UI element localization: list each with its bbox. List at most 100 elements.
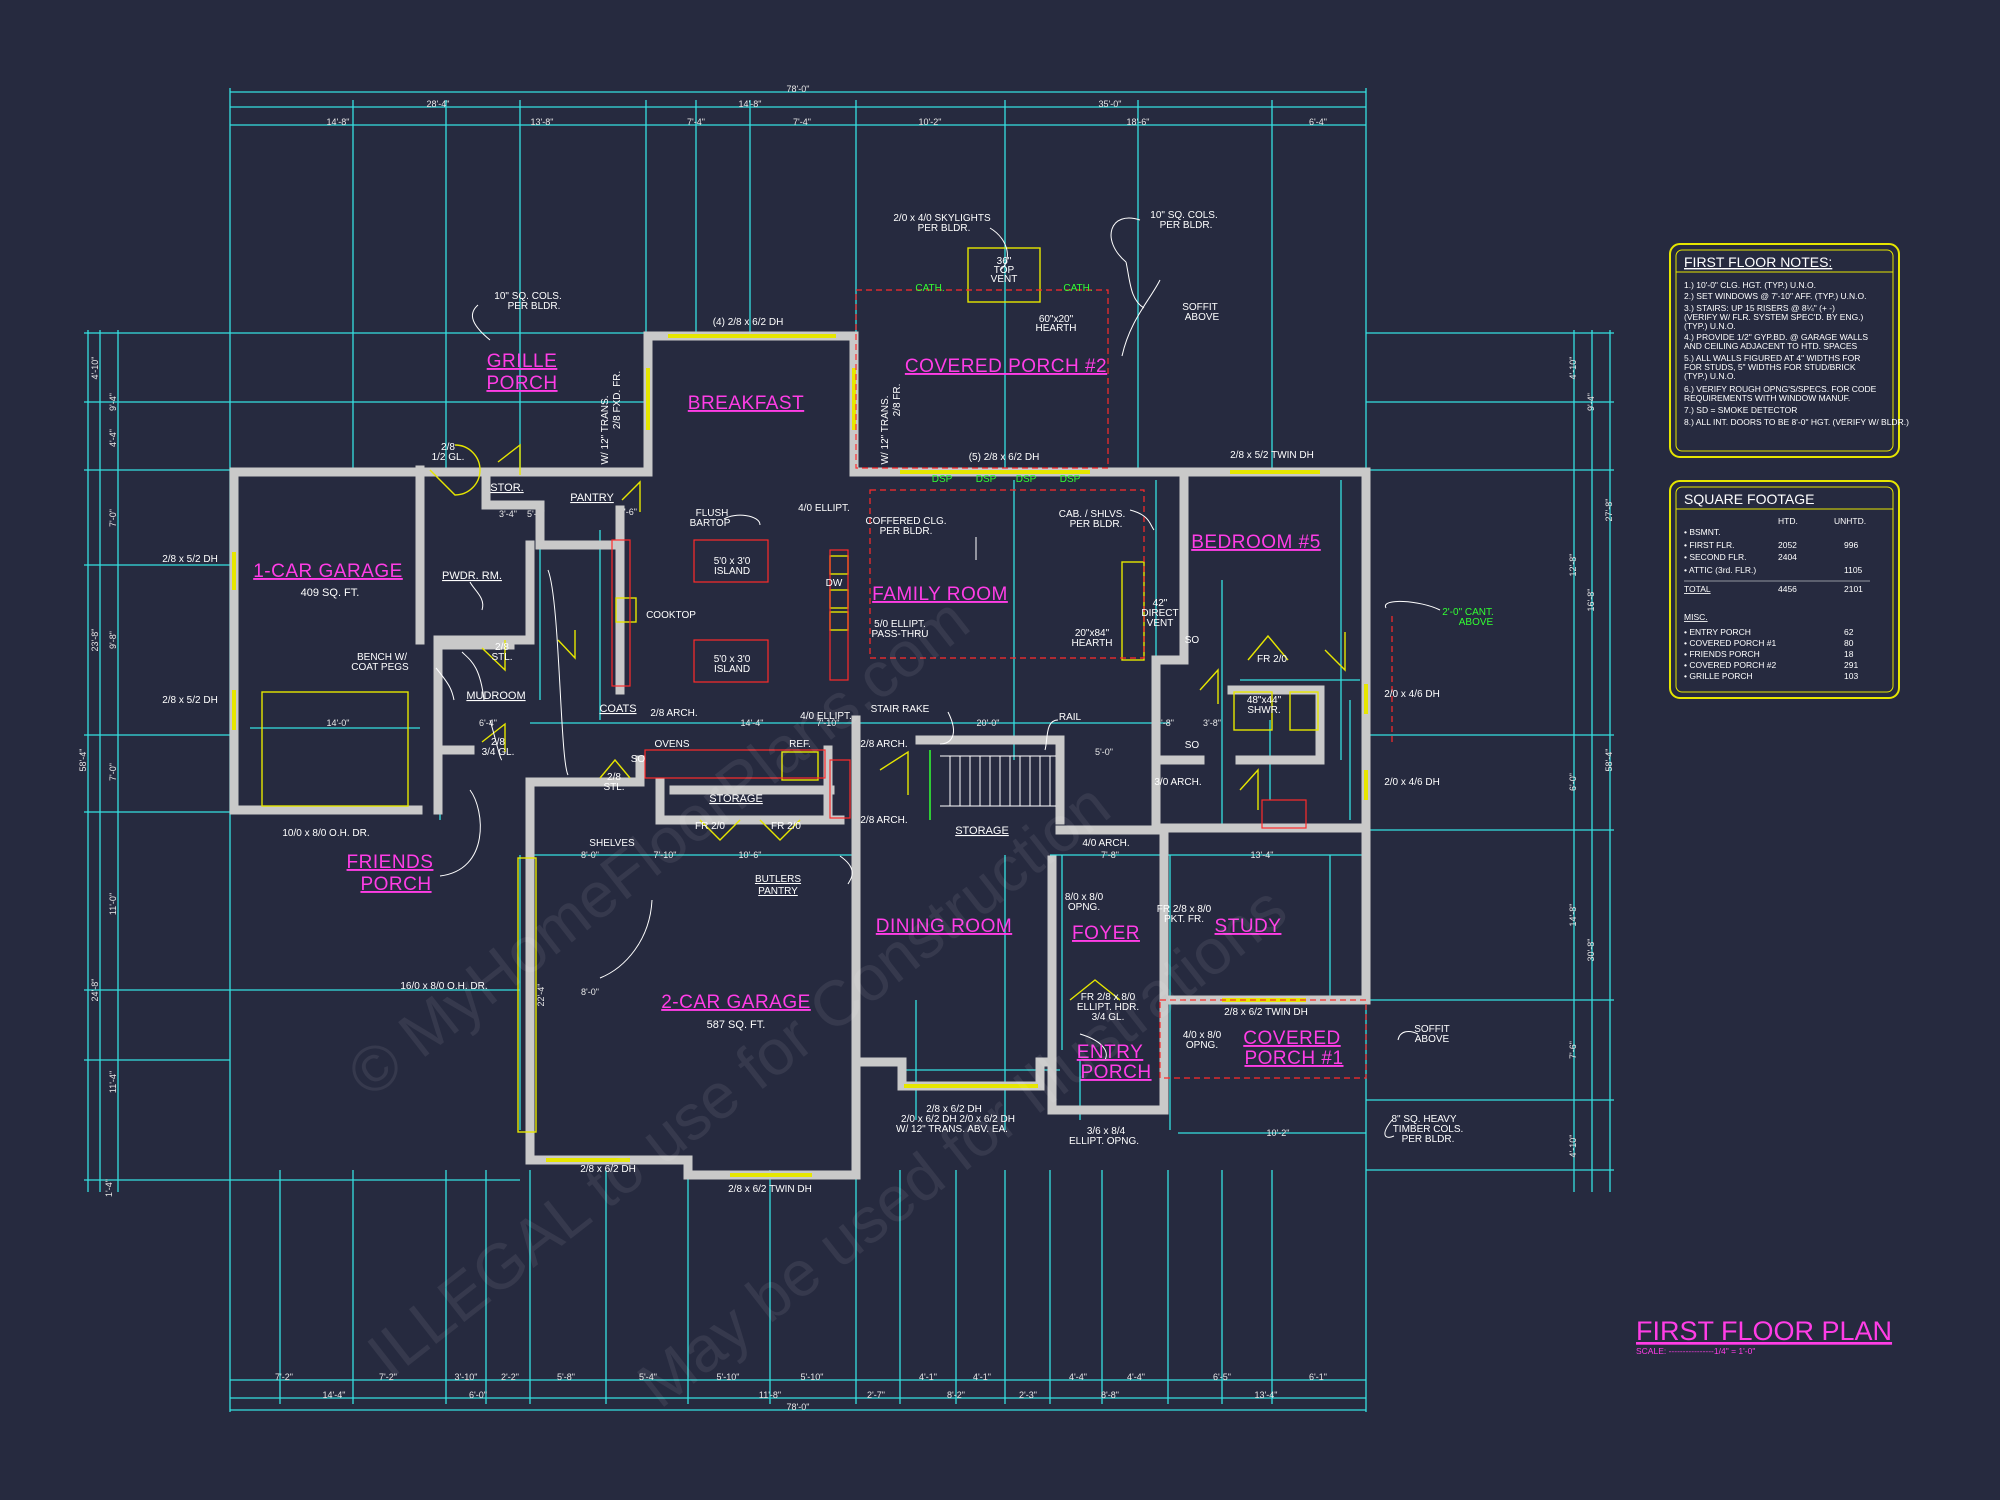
svg-text:2404: 2404 xyxy=(1778,552,1797,562)
door-swings xyxy=(429,443,1346,1001)
label-gl34-1: 2/8 xyxy=(491,737,505,748)
label-stl-2a: 2/8 xyxy=(607,772,621,783)
label-bartop-1: FLUSH xyxy=(696,508,729,519)
label-win-right-1: 2/0 x 4/6 DH xyxy=(1384,689,1440,700)
label-stor: STOR. xyxy=(490,482,523,494)
label-trans-1b: 2/8 FXD. FR. xyxy=(612,371,623,429)
svg-text:291: 291 xyxy=(1844,660,1858,670)
annotation-labels: STOR. PANTRY PWDR. RM. MUDROOM COATS STO… xyxy=(162,210,1494,1195)
label-half-gl-2: 1/2 GL. xyxy=(432,452,465,463)
label-fr-20-1: FR 2/0 xyxy=(1257,654,1287,665)
label-cols-2b: PER BLDR. xyxy=(1160,220,1213,231)
label-bench-1: BENCH W/ xyxy=(357,652,407,663)
svg-text:3'-4": 3'-4" xyxy=(499,509,517,519)
label-arch-40: 4/0 ARCH. xyxy=(1082,838,1129,849)
svg-text:14'-8": 14'-8" xyxy=(1568,904,1578,927)
svg-text:• ENTRY PORCH: • ENTRY PORCH xyxy=(1684,627,1751,637)
label-cols-1a: 10" SQ. COLS. xyxy=(494,291,561,302)
label-soffit-1a: SOFFIT xyxy=(1182,302,1218,313)
label-cant-2: ABOVE xyxy=(1459,617,1494,628)
room-label-study: STUDY xyxy=(1215,916,1282,937)
svg-text:4'-10": 4'-10" xyxy=(1568,357,1578,380)
svg-text:3'-10": 3'-10" xyxy=(455,1372,478,1382)
svg-text:16'-8": 16'-8" xyxy=(1586,589,1596,612)
svg-text:• GRILLE PORCH: • GRILLE PORCH xyxy=(1684,671,1753,681)
label-vent-2: DIRECT xyxy=(1141,608,1178,619)
svg-text:FOR STUDS, 5" WIDTHS FOR STUD/: FOR STUDS, 5" WIDTHS FOR STUD/BRICK xyxy=(1684,362,1856,372)
svg-text:6'-0": 6'-0" xyxy=(469,1390,487,1400)
svg-text:7'-2": 7'-2" xyxy=(379,1372,397,1382)
label-island-1a: 5'0 x 3'0 xyxy=(714,556,751,567)
label-hearth-2a: 60"x20" xyxy=(1039,314,1074,325)
room-label-entry-porch-1: ENTRY xyxy=(1077,1042,1144,1063)
svg-text:5'-10": 5'-10" xyxy=(801,1372,824,1382)
svg-text:6'-4": 6'-4" xyxy=(479,718,497,728)
svg-text:May be used for Illustrations: May be used for Illustrations xyxy=(624,872,1299,1421)
label-cath-1: CATH. xyxy=(915,283,944,294)
svg-text:• FRIENDS PORCH: • FRIENDS PORCH xyxy=(1684,649,1760,659)
svg-text:14'-4": 14'-4" xyxy=(741,718,764,728)
label-opng-40-1: 4/0 x 8/0 xyxy=(1183,1030,1222,1041)
label-pass-2: PASS-THRU xyxy=(871,629,928,640)
svg-text:9'-8": 9'-8" xyxy=(108,631,118,649)
label-ovens: OVENS xyxy=(654,739,689,750)
label-fr-20-3: FR 2/0 xyxy=(771,821,801,832)
room-labels: GRILLE PORCH BREAKFAST COVERED PORCH #2 … xyxy=(253,351,1343,1083)
label-gl34-2: 3/4 GL. xyxy=(482,747,515,758)
first-floor-notes-box: FIRST FLOOR NOTES: 1.) 10'-0" CLG. HGT. … xyxy=(1669,243,1909,458)
label-fr-20-2: FR 2/0 xyxy=(695,821,725,832)
svg-text:7'-0": 7'-0" xyxy=(108,509,118,527)
label-dining-win-3: W/ 12" TRANS. ABV. EA. xyxy=(896,1124,1008,1135)
label-opng-80-2: OPNG. xyxy=(1068,902,1100,913)
label-pkt-fr-2: PKT. FR. xyxy=(1164,914,1204,925)
svg-text:© MyHomeFloorPlans.com: © MyHomeFloorPlans.com xyxy=(334,583,982,1111)
room-label-grille-porch-1: GRILLE xyxy=(487,351,558,372)
svg-text:24'-8": 24'-8" xyxy=(90,979,100,1002)
label-win-gar-2: 2/8 x 5/2 DH xyxy=(162,695,218,706)
label-cath-2: CATH. xyxy=(1063,283,1092,294)
svg-text:4.) PROVIDE 1/2" GYP.BD. @ GAR: 4.) PROVIDE 1/2" GYP.BD. @ GARAGE WALLS xyxy=(1684,332,1868,342)
svg-text:27'-8": 27'-8" xyxy=(1604,499,1614,522)
label-so-1: SO xyxy=(1185,635,1200,646)
svg-text:11'-8": 11'-8" xyxy=(759,1390,781,1400)
label-entry-ellipt-1: 3/6 x 8/4 xyxy=(1087,1126,1126,1137)
svg-text:11'-4": 11'-4" xyxy=(108,1071,118,1093)
label-dsp-2: DSP xyxy=(976,474,997,485)
svg-text:TOTAL: TOTAL xyxy=(1684,584,1711,594)
svg-text:80: 80 xyxy=(1844,638,1854,648)
svg-text:30'-8": 30'-8" xyxy=(1586,939,1596,962)
svg-text:5'-10": 5'-10" xyxy=(717,1372,740,1382)
title-block: FIRST FLOOR PLAN SCALE: ----------------… xyxy=(1636,1316,1892,1356)
label-pwdr-rm: PWDR. RM. xyxy=(442,570,502,582)
svg-text:7'-0": 7'-0" xyxy=(108,763,118,781)
label-island-2a: 5'0 x 3'0 xyxy=(714,654,751,665)
svg-text:14'-8": 14'-8" xyxy=(739,99,762,109)
label-cols-2a: 10" SQ. COLS. xyxy=(1150,210,1217,221)
svg-text:• FIRST FLR.: • FIRST FLR. xyxy=(1684,540,1735,550)
svg-text:14'-8": 14'-8" xyxy=(327,117,350,127)
svg-text:58'-4": 58'-4" xyxy=(1604,749,1614,772)
label-pantry: PANTRY xyxy=(570,492,614,504)
svg-text:• COVERED PORCH #1: • COVERED PORCH #1 xyxy=(1684,638,1777,648)
label-hearth-1a: 20"x84" xyxy=(1075,628,1110,639)
label-ref: REF. xyxy=(789,739,811,750)
svg-text:HTD.: HTD. xyxy=(1778,516,1798,526)
label-win-bot-2: 2/8 x 6/2 TWIN DH xyxy=(728,1184,812,1195)
svg-text:78'-0": 78'-0" xyxy=(787,84,810,94)
label-study-twin: 2/8 x 6/2 TWIN DH xyxy=(1224,1007,1308,1018)
svg-text:3'-8": 3'-8" xyxy=(1203,718,1221,728)
sqft-title: SQUARE FOOTAGE xyxy=(1684,491,1814,507)
svg-text:2.) SET WINDOWS @ 7'-10" AFF.: 2.) SET WINDOWS @ 7'-10" AFF. (TYP.) U.N… xyxy=(1684,291,1867,301)
label-opng-80-1: 8/0 x 8/0 xyxy=(1065,892,1104,903)
label-timber-1: 8" SQ. HEAVY xyxy=(1391,1114,1456,1125)
svg-text:4'-4": 4'-4" xyxy=(1069,1372,1087,1382)
svg-text:14'-0": 14'-0" xyxy=(327,718,350,728)
svg-text:4'-1": 4'-1" xyxy=(973,1372,991,1382)
label-vent-3: VENT xyxy=(1147,618,1174,629)
svg-text:103: 103 xyxy=(1844,671,1858,681)
label-trans-2a: W/ 12" TRANS. xyxy=(880,396,891,465)
label-ellipt-2: 4/0 ELLIPT. xyxy=(800,711,852,722)
label-shwr-1: 48"x44" xyxy=(1247,695,1282,706)
svg-text:28'-4": 28'-4" xyxy=(427,99,450,109)
